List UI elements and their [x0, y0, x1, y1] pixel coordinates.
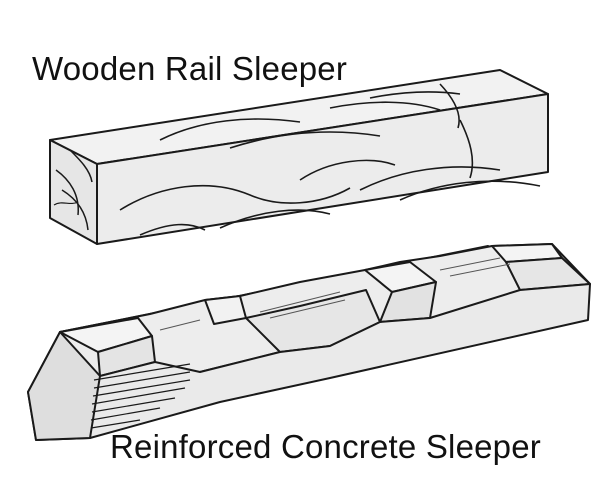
concrete-sleeper-label: Reinforced Concrete Sleeper	[110, 428, 541, 465]
wood-grain-top	[159, 83, 461, 149]
wood-end-wave	[53, 201, 79, 206]
concrete-end-hatching	[90, 363, 191, 429]
wooden-sleeper-icon	[49, 69, 549, 245]
concrete-front-face	[27, 283, 591, 441]
concrete-top-texture	[159, 257, 511, 331]
wood-grain-front	[119, 119, 541, 236]
wood-grain-end	[55, 149, 93, 231]
concrete-sleeper-icon	[27, 243, 591, 441]
concrete-end-face	[27, 331, 101, 441]
wooden-sleeper-label: Wooden Rail Sleeper	[32, 50, 348, 87]
